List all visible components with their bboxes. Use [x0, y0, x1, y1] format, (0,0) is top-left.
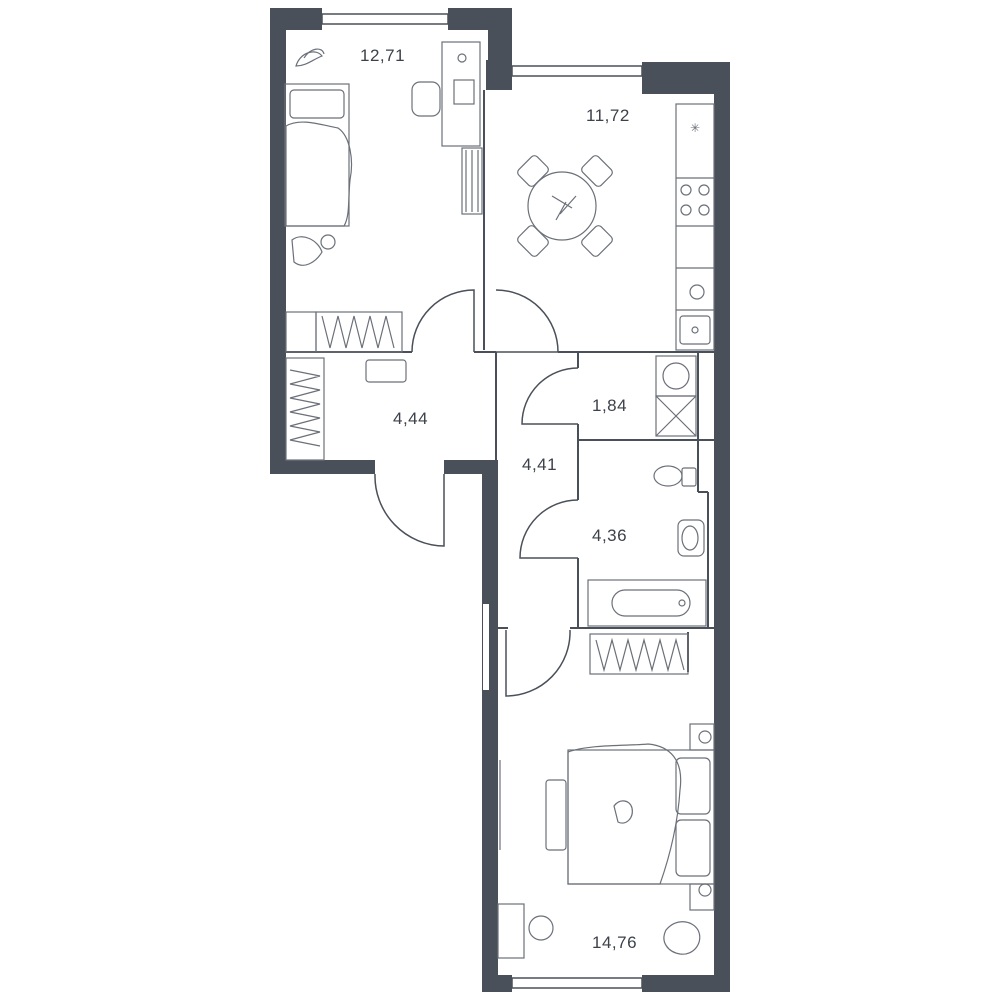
door-entry — [374, 473, 445, 547]
nightstand-bottom — [689, 883, 715, 911]
bathroom-furniture — [587, 465, 707, 627]
wall-left-upper — [270, 8, 286, 473]
kitchen-furniture: ✳ — [517, 103, 715, 351]
door-bathroom — [519, 499, 579, 559]
duvet — [567, 743, 682, 885]
desk — [441, 41, 481, 147]
bed-single — [284, 83, 350, 227]
door-kitchen — [495, 289, 559, 353]
pillow — [289, 89, 345, 119]
spark-icon: ✳ — [690, 121, 700, 135]
wall-left-lower — [482, 460, 498, 992]
hangers-bottom — [595, 637, 685, 673]
hangers — [321, 315, 395, 349]
nightstand — [285, 311, 317, 353]
kitchen-sink — [679, 315, 711, 345]
chair — [517, 155, 549, 187]
bathtub — [587, 579, 707, 627]
wardrobe-bottom — [589, 633, 689, 675]
wardrobe-entry — [285, 357, 325, 461]
door-laundry — [521, 367, 579, 425]
area-labels: 12,71 11,72 1,84 4,44 4,41 4,36 14,76 — [360, 46, 637, 952]
walls — [270, 8, 730, 992]
area-bathroom: 4,36 — [592, 526, 627, 545]
ball-icon — [320, 234, 336, 250]
door-bedroom-top — [411, 289, 475, 353]
area-laundry: 1,84 — [592, 396, 627, 415]
burner-icon — [680, 184, 692, 196]
bedroom-bottom-furniture — [497, 633, 715, 959]
cat-icon — [613, 800, 633, 824]
door-bedroom-bottom — [505, 629, 571, 697]
shelf — [461, 147, 483, 215]
plant-icon — [295, 48, 325, 67]
area-hall: 4,41 — [522, 455, 557, 474]
desk-lamp-icon — [457, 53, 467, 63]
armchair — [497, 903, 525, 959]
window-kitchen — [511, 65, 643, 77]
kettle-icon — [689, 284, 705, 300]
pillow-left — [675, 819, 711, 877]
wardrobe-top — [315, 311, 403, 353]
window-bedroom-top — [321, 13, 449, 25]
bench — [545, 779, 567, 851]
wall-mid-top — [488, 8, 512, 68]
shoe-rack — [365, 359, 407, 383]
pillow-right — [675, 757, 711, 815]
entry-furniture — [285, 357, 407, 461]
wall-top-left-a — [270, 8, 322, 30]
window-bedroom-bottom — [511, 977, 643, 989]
monitor — [453, 79, 475, 105]
bed-double — [567, 749, 715, 885]
hangers-entry — [289, 369, 321, 447]
wall-kitchen-corner — [486, 60, 512, 90]
washbasin — [677, 519, 705, 557]
toilet — [653, 465, 683, 487]
desk-chair — [411, 81, 441, 117]
wall-bottom-a — [482, 975, 512, 992]
nightstand-top — [689, 723, 715, 751]
wall-entry-bottom-a — [270, 460, 375, 474]
wall-bottom-b — [642, 975, 730, 992]
area-entry: 4,44 — [393, 409, 428, 428]
area-bedroom-bottom: 14,76 — [592, 933, 637, 952]
bedroom-top-furniture — [284, 41, 483, 353]
plant-bottom-icon — [663, 921, 701, 955]
laundry-furniture — [655, 355, 697, 437]
area-kitchen: 11,72 — [586, 106, 630, 125]
dining-table — [527, 171, 597, 241]
blanket — [285, 121, 353, 227]
shower-tray — [655, 395, 697, 437]
flowers-icon — [551, 195, 577, 221]
wall-right — [714, 62, 730, 992]
washing-machine — [655, 355, 697, 397]
round-table — [528, 915, 554, 941]
windows — [321, 13, 643, 989]
toy-icon — [291, 236, 323, 266]
area-bedroom-top: 12,71 — [360, 46, 405, 65]
doors — [374, 289, 579, 697]
kitchen-counter — [675, 103, 715, 351]
